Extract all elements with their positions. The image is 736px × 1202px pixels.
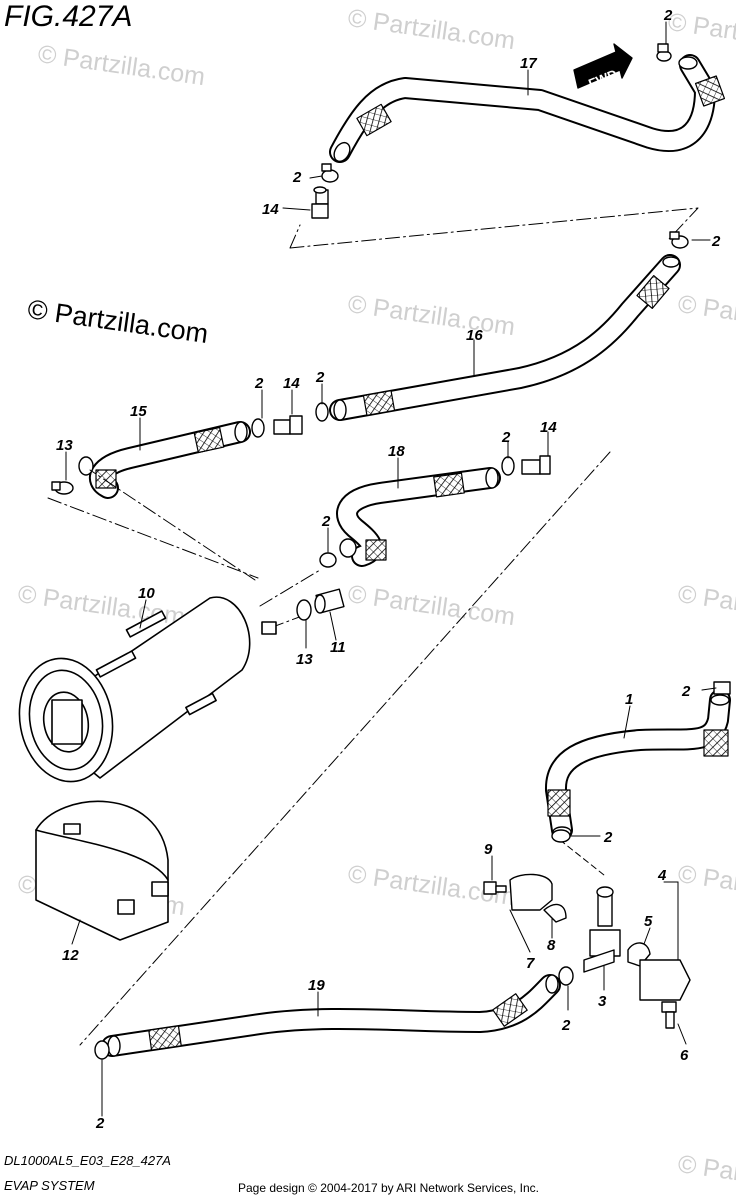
page-copyright: Page design © 2004-2017 by ARI Network S… <box>238 1181 540 1195</box>
clamp-2 <box>558 966 574 986</box>
callout-2: 2 <box>315 369 325 386</box>
clamp-2 <box>656 43 672 62</box>
callout-14: 14 <box>283 375 300 392</box>
callout-2: 2 <box>254 375 264 392</box>
callout-5: 5 <box>644 913 653 930</box>
callout-19: 19 <box>308 977 325 994</box>
hose-18 <box>336 467 501 567</box>
clamp-13 <box>296 599 312 621</box>
callout-2: 2 <box>292 169 302 186</box>
callout-2: 2 <box>711 233 721 250</box>
callout-10: 10 <box>138 585 155 602</box>
callout-13: 13 <box>296 651 313 668</box>
callout-2: 2 <box>663 7 673 24</box>
system-name: EVAP SYSTEM <box>4 1178 95 1193</box>
callout-15: 15 <box>130 403 147 420</box>
fwd-arrow <box>573 43 633 89</box>
bolt-6 <box>661 1001 677 1029</box>
clamp-2 <box>669 231 689 249</box>
callout-11: 11 <box>330 639 346 656</box>
callout-7: 7 <box>526 955 535 972</box>
fitting-14 <box>311 186 329 219</box>
fitting-14 <box>273 415 303 435</box>
clamp-13 <box>51 481 74 495</box>
callout-3: 3 <box>598 993 607 1010</box>
callout-2: 2 <box>95 1115 105 1132</box>
hose-15 <box>78 421 251 499</box>
clamp-2 <box>94 1040 110 1060</box>
callout-8: 8 <box>547 937 556 954</box>
clamp-2 <box>315 402 329 422</box>
callout-17: 17 <box>520 55 537 72</box>
callout-2: 2 <box>561 1017 571 1034</box>
callout-6: 6 <box>680 1047 689 1064</box>
clamp-2 <box>319 552 337 568</box>
bracket-7 <box>509 873 553 911</box>
callout-4: 4 <box>657 867 667 884</box>
hose-1 <box>545 689 731 841</box>
callout-16: 16 <box>466 327 483 344</box>
fitting-14 <box>521 455 551 475</box>
diagram-code: DL1000AL5_E03_E28_427A <box>4 1153 171 1168</box>
clamp-2 <box>501 456 515 476</box>
canister-10 <box>18 596 277 783</box>
callout-2: 2 <box>321 513 331 530</box>
hose-19 <box>101 974 561 1057</box>
cushion-8 <box>543 903 567 923</box>
clamp-2 <box>251 418 265 438</box>
clamp-2 <box>321 163 339 183</box>
callout-2: 2 <box>603 829 613 846</box>
callout-14: 14 <box>262 201 279 218</box>
callout-14: 14 <box>540 419 557 436</box>
callout-1: 1 <box>625 691 633 708</box>
callout-12: 12 <box>62 947 79 964</box>
callout-18: 18 <box>388 443 405 460</box>
callout-2: 2 <box>681 683 691 700</box>
bracket-4 <box>639 959 691 1001</box>
cover-12 <box>35 800 169 941</box>
figure-title: FIG.427A <box>4 0 133 33</box>
callout-2: 2 <box>501 429 511 446</box>
valve-3 <box>583 886 621 973</box>
cap-11 <box>314 588 345 614</box>
callout-9: 9 <box>484 841 493 858</box>
callout-13: 13 <box>56 437 73 454</box>
hose-16 <box>329 254 681 421</box>
hose-17 <box>329 54 726 163</box>
clamp-2 <box>551 829 571 843</box>
bolt-9 <box>483 881 507 895</box>
